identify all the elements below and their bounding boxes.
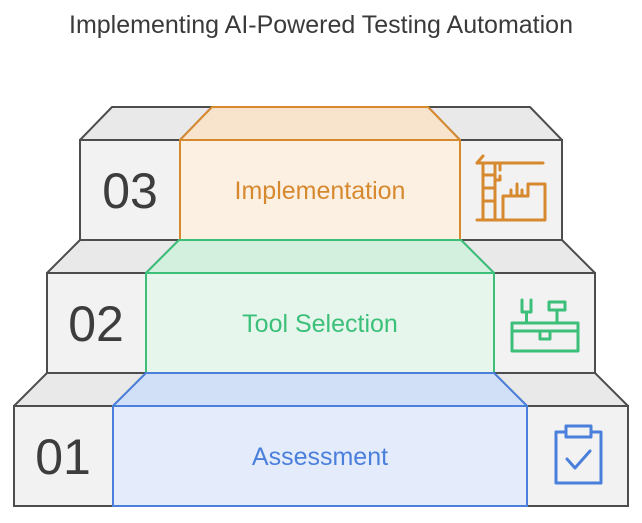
step-03-colored-top-face: [179, 106, 461, 141]
step-02-number-block: [46, 272, 147, 374]
clipboard-check-icon: [554, 424, 603, 485]
step-03: 03 Implementation: [79, 106, 563, 241]
step-02-label: Tool Selection: [242, 310, 398, 338]
step-01-icon-block: [526, 405, 629, 507]
step-01-number: 01: [35, 429, 91, 485]
step-03-label: Implementation: [235, 177, 406, 205]
construction-crane-icon: [475, 154, 547, 222]
step-03-number-block: [79, 139, 181, 241]
step-01-label: Assessment: [252, 443, 388, 471]
step-01: 01 Assessment: [13, 372, 629, 507]
step-02-colored-top-face: [145, 239, 495, 274]
step-03-number: 03: [102, 163, 158, 219]
step-02: 02 Tool Selection: [46, 239, 596, 374]
diagram-title: Implementing AI-Powered Testing Automati…: [69, 11, 573, 39]
step-02-label-panel: [145, 272, 495, 374]
step-01-colored-top-face: [112, 372, 528, 407]
step-03-label-panel: [179, 139, 461, 241]
step-01-number-block: [13, 405, 114, 507]
step-02-number: 02: [68, 296, 124, 352]
toolbox-icon: [510, 298, 580, 353]
step-01-label-panel: [112, 405, 528, 507]
